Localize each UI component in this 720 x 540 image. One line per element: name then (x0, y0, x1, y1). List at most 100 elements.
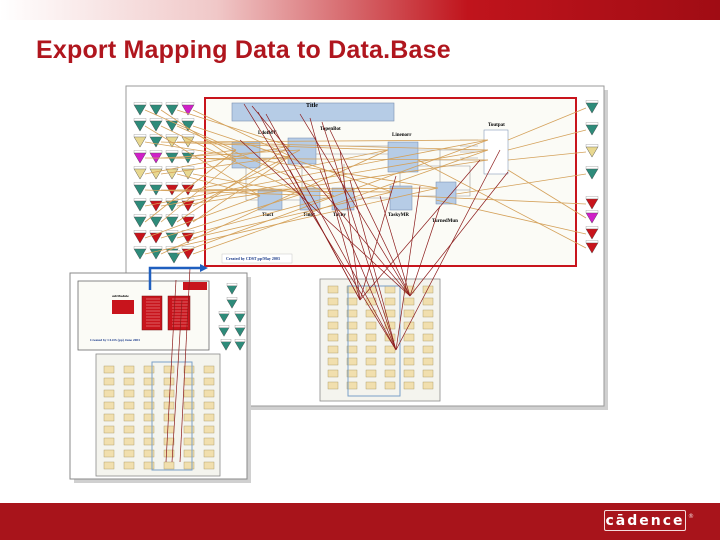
doc-tile (365, 369, 377, 378)
connection-line (144, 195, 261, 239)
block-tinpt (299, 187, 321, 211)
pin-tag (149, 182, 163, 186)
doc-highlight-bus (347, 285, 401, 397)
doc-tile (143, 461, 155, 470)
doc-tile (346, 333, 358, 342)
mapping-link (299, 113, 411, 297)
doc-tile (365, 381, 377, 390)
pin-tag (149, 198, 163, 202)
pin-tag (585, 100, 599, 104)
schematic-created-label: Created by CDST pp/May 2003 (226, 256, 280, 261)
pin-tag (165, 182, 179, 186)
connection-line (160, 193, 303, 239)
doc-tile (183, 425, 195, 434)
doc-tile (183, 401, 195, 410)
highlight-arrow (200, 264, 208, 272)
pin-tag (149, 134, 163, 138)
connection-line (455, 173, 587, 195)
doc-tile (327, 345, 339, 354)
doc-tile (143, 437, 155, 446)
connection-line (507, 169, 587, 219)
mapping-link (321, 121, 397, 351)
pin-tag (133, 246, 147, 250)
pin-tag (149, 246, 163, 250)
doc-tile (327, 333, 339, 342)
doc-page-tiles (103, 285, 434, 471)
pin-tag (234, 325, 246, 328)
doc-tile (143, 449, 155, 458)
sub-red-bus-b (167, 295, 191, 331)
mapping-link (239, 139, 411, 297)
mapping-link (251, 105, 411, 297)
mapping-link (409, 205, 441, 297)
pin-tag (181, 150, 195, 154)
pin-tag (149, 214, 163, 218)
doc-tile (327, 357, 339, 366)
block-label-turnedmun: TurnedMun (432, 219, 458, 224)
mapping-link (409, 171, 509, 297)
block-toutpat (483, 129, 509, 175)
doc-tile (163, 365, 175, 374)
schematic-footer-box (221, 253, 293, 264)
doc-tile (384, 345, 396, 354)
slide-title: Export Mapping Data to Data.Base (36, 36, 451, 64)
connection-line (176, 109, 291, 147)
doc-tile (103, 413, 115, 422)
pin-tag (585, 240, 599, 244)
doc-tile (403, 309, 415, 318)
doc-tile (365, 321, 377, 330)
doc-tile (384, 309, 396, 318)
connection-line (144, 189, 335, 197)
doc-tile (163, 389, 175, 398)
pin-tag (226, 283, 238, 286)
doc-tile (327, 321, 339, 330)
doc-tile (403, 345, 415, 354)
connection-line (411, 195, 587, 205)
doc-tile (346, 309, 358, 318)
doc-tile (183, 461, 195, 470)
schematic-title: Title (306, 103, 318, 109)
doc-tile (143, 425, 155, 434)
doc-tile (384, 381, 396, 390)
pin-tag (218, 311, 230, 314)
doc-tile (183, 437, 195, 446)
doc-tile (384, 369, 396, 378)
mapping-link (309, 117, 361, 301)
pin-tag (149, 150, 163, 154)
doc-tile (365, 357, 377, 366)
doc-tile (346, 297, 358, 306)
doc-tile (346, 357, 358, 366)
doc-tile (203, 413, 215, 422)
doc-tile (403, 297, 415, 306)
doc-tile (203, 365, 215, 374)
doc-tile (143, 389, 155, 398)
pin-tag (165, 214, 179, 218)
doc-tile (327, 369, 339, 378)
pin-tag (181, 118, 195, 122)
connection-line (176, 139, 489, 255)
block-label-tinct: Tinct (262, 213, 274, 218)
connection-line (507, 129, 587, 151)
doc-tile (346, 321, 358, 330)
block-label-topenbot: TopenBot (320, 127, 341, 132)
connection-line (144, 125, 261, 197)
doc-tile (422, 297, 434, 306)
doc-tile (123, 389, 135, 398)
mapping-link (349, 179, 397, 351)
doc-tile (103, 389, 115, 398)
block-linenorr (387, 141, 419, 173)
doc-tile (163, 425, 175, 434)
doc-tile (422, 345, 434, 354)
doc-tile (346, 345, 358, 354)
connection-line (435, 199, 587, 235)
pin-tag (220, 339, 232, 342)
pin-tag (133, 198, 147, 202)
doc-tile (327, 381, 339, 390)
pin-tag (181, 166, 195, 170)
mapping-link (171, 299, 183, 463)
block-label-taskymr: TaskyMR (388, 213, 409, 218)
doc-tile (183, 449, 195, 458)
doc-tile (143, 413, 155, 422)
connection-line (160, 159, 237, 223)
